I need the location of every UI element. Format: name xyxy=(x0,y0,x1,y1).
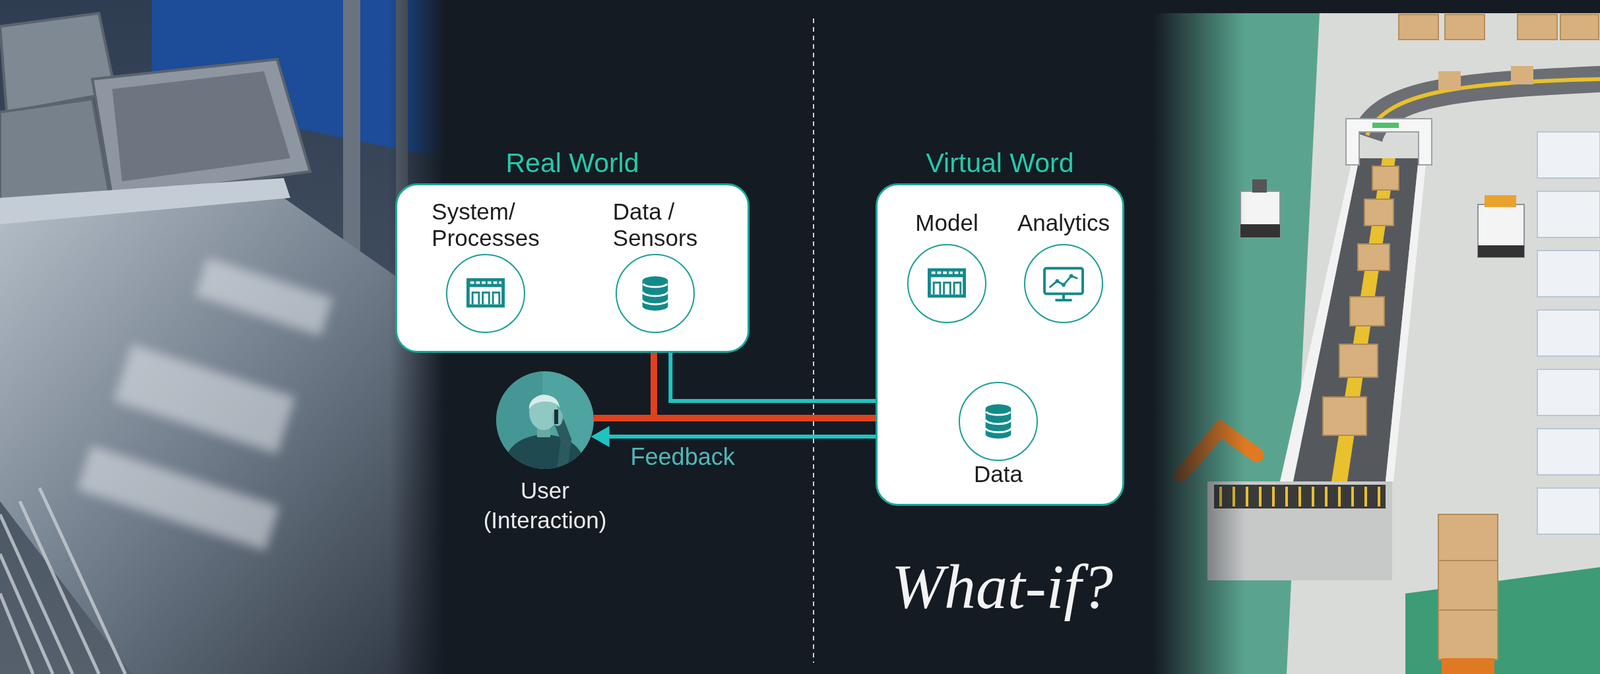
edge-label-wrap: Feedback xyxy=(630,443,736,472)
right-photo xyxy=(1153,0,1600,674)
database-icon xyxy=(616,255,694,332)
label-wrap: Real World xyxy=(505,147,639,179)
icon-circle: Model xyxy=(907,244,987,324)
icon-circle: Data xyxy=(958,382,1038,462)
label-wrap: Analytics xyxy=(1017,209,1110,237)
group-title: Virtual Word xyxy=(925,147,1074,179)
group-box: Real World System/ Processes Data / Sens… xyxy=(395,183,750,353)
edge-label: Feedback xyxy=(630,443,736,472)
divider xyxy=(812,18,815,664)
icon-circle: Data / Sensors xyxy=(615,254,695,334)
node-label: Model xyxy=(915,209,978,237)
database-icon xyxy=(960,383,1037,460)
group-box: Virtual Word Model Analytics Data xyxy=(875,183,1125,507)
left-photo xyxy=(0,0,445,674)
node-label: Data / Sensors xyxy=(612,198,698,252)
node-label: Data xyxy=(973,461,1023,488)
arrow-head xyxy=(591,426,610,448)
group-title: Real World xyxy=(505,147,639,179)
icon-circle: Analytics xyxy=(1024,244,1104,324)
free-label-wrap: What-if? xyxy=(891,550,1114,624)
user-photo: User (Interaction) xyxy=(496,371,594,470)
user-label: User (Interaction) xyxy=(483,475,608,536)
user-photo-image xyxy=(496,371,594,470)
label-wrap: Data xyxy=(973,461,1023,488)
analytics-icon xyxy=(1025,245,1102,322)
label-wrap: Data / Sensors xyxy=(612,198,698,252)
icon-circle: System/ Processes xyxy=(446,254,526,334)
label-wrap: Model xyxy=(915,209,978,237)
factory-icon xyxy=(447,255,524,332)
label-wrap: System/ Processes xyxy=(431,198,540,252)
node-label: System/ Processes xyxy=(431,198,540,252)
what-if-label: What-if? xyxy=(891,550,1114,624)
factory-icon xyxy=(908,245,986,322)
label-wrap: Virtual Word xyxy=(925,147,1074,179)
node-label: Analytics xyxy=(1017,209,1110,237)
label-wrap: User (Interaction) xyxy=(483,475,608,536)
